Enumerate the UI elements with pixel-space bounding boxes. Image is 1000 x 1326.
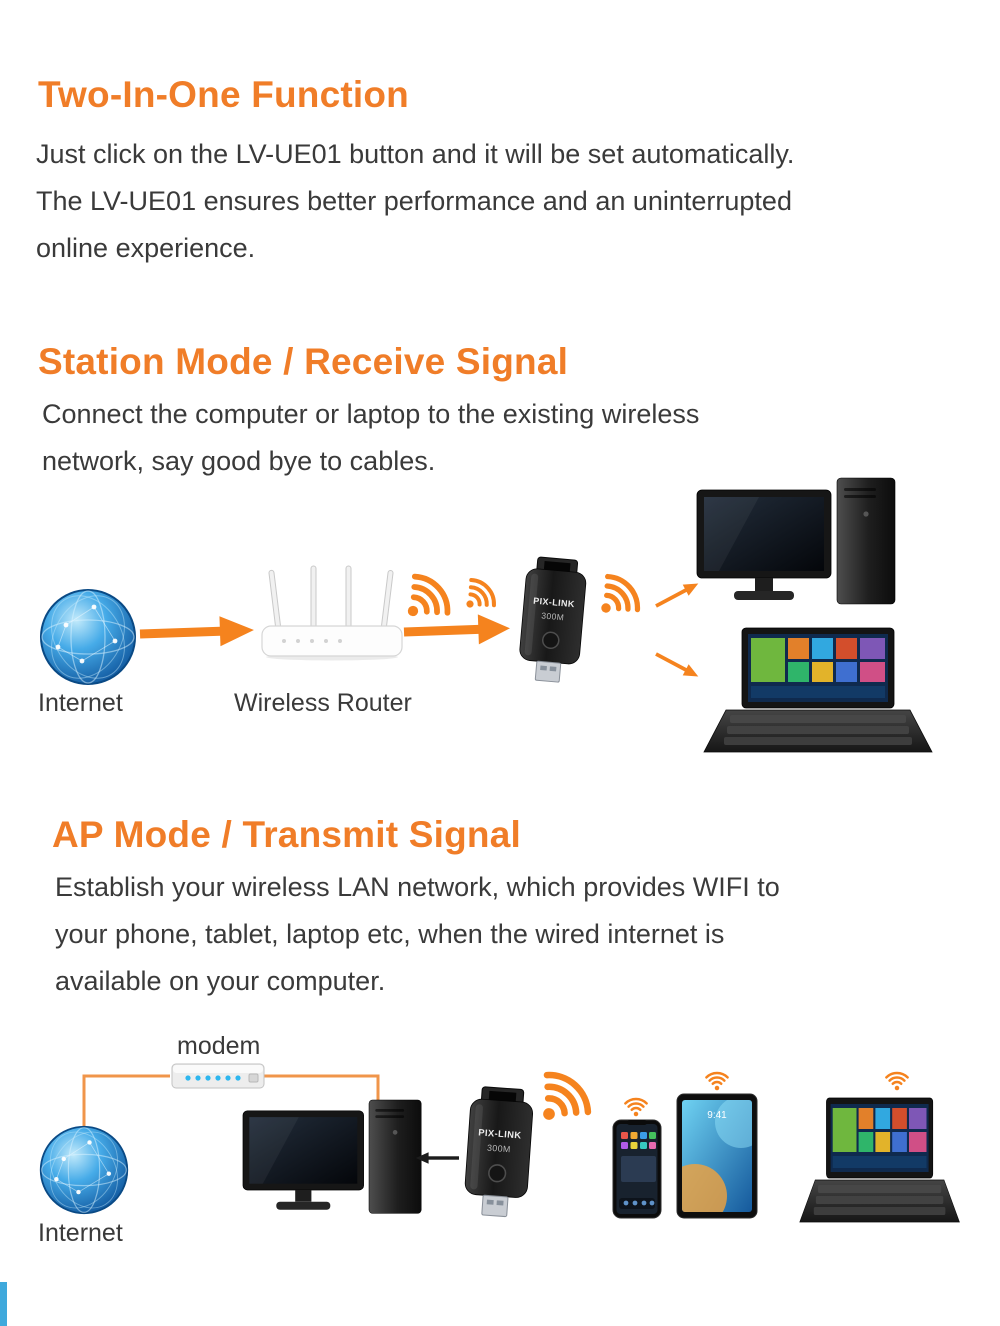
modem-label: modem bbox=[177, 1032, 261, 1060]
next-section-edge bbox=[0, 1282, 7, 1326]
arrow-adapter-to-computer bbox=[415, 1152, 459, 1164]
wifi-signal-icon bbox=[624, 1097, 648, 1118]
body-text-line: The LV-UE01 ensures better performance a… bbox=[36, 186, 792, 216]
wifi-signal-icon bbox=[885, 1071, 909, 1092]
body-text-line: online experience. bbox=[36, 233, 256, 263]
internet-globe bbox=[35, 581, 141, 693]
wifi-signal-icon bbox=[393, 570, 455, 633]
two-in-one-body: Just click on the LV-UE01 button and it … bbox=[36, 131, 794, 272]
desktop-computer bbox=[242, 1099, 422, 1214]
body-text-line: available on your computer. bbox=[55, 966, 386, 996]
wifi-signal-icon bbox=[705, 1071, 729, 1092]
smartphone bbox=[612, 1119, 662, 1219]
laptop-tablet bbox=[799, 1097, 960, 1223]
ap-mode-body: Establish your wireless LAN network, whi… bbox=[55, 864, 780, 1005]
wifi-signal-icon bbox=[456, 575, 499, 619]
station-mode-diagram bbox=[0, 470, 1000, 770]
two-in-one-heading: Two-In-One Function bbox=[38, 74, 409, 115]
modem-device bbox=[171, 1063, 265, 1089]
arrow-router-to-adapter bbox=[403, 613, 511, 647]
arrow-internet-to-router bbox=[139, 615, 255, 649]
ap-mode-heading: AP Mode / Transmit Signal bbox=[52, 814, 521, 855]
internet-label-station: Internet bbox=[38, 689, 123, 717]
body-text-line: your phone, tablet, laptop etc, when the… bbox=[55, 919, 725, 949]
usb-wifi-adapter bbox=[462, 1085, 536, 1219]
wireless-router-label: Wireless Router bbox=[234, 689, 412, 717]
arrow-to-laptop bbox=[653, 648, 702, 683]
usb-wifi-adapter bbox=[516, 555, 589, 685]
body-text-line: Just click on the LV-UE01 button and it … bbox=[36, 139, 795, 169]
desktop-computer bbox=[696, 477, 896, 605]
ap-mode-diagram bbox=[0, 1030, 1000, 1326]
wifi-signal-icon bbox=[588, 570, 645, 627]
station-mode-body: Connect the computer or laptop to the ex… bbox=[42, 391, 699, 485]
internet-label-ap: Internet bbox=[38, 1219, 123, 1247]
wireless-router bbox=[261, 565, 403, 662]
internet-globe bbox=[35, 1118, 133, 1222]
arrow-to-desktop bbox=[653, 577, 702, 612]
station-mode-heading: Station Mode / Receive Signal bbox=[38, 341, 569, 382]
body-text-line: Establish your wireless LAN network, whi… bbox=[55, 872, 780, 902]
body-text-line: network, say good bye to cables. bbox=[42, 446, 436, 476]
wifi-signal-icon bbox=[525, 1067, 596, 1137]
body-text-line: Connect the computer or laptop to the ex… bbox=[42, 399, 700, 429]
laptop-tablet bbox=[703, 627, 933, 753]
tablet bbox=[663, 1094, 767, 1228]
